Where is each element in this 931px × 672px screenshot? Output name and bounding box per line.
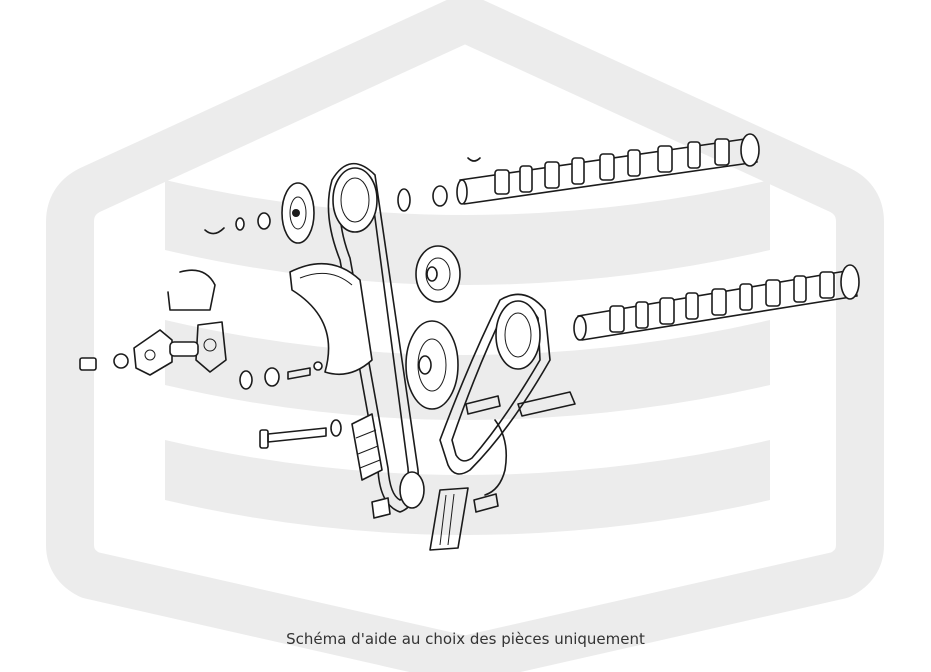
small-idler: [351, 413, 425, 509]
right-camshaft: [573, 264, 860, 341]
timing-chain-left: [327, 162, 419, 513]
diagram-caption: Schéma d'aide au choix des pièces unique…: [286, 630, 645, 648]
upper-sprocket: [415, 245, 461, 303]
camshaft-sprocket-left: [281, 182, 315, 244]
tensioner-body: [133, 329, 199, 376]
crankshaft-sprocket: [405, 320, 459, 410]
guide-bolt: [259, 427, 327, 449]
left-camshaft: [456, 133, 760, 205]
timing-chain-right: [429, 293, 551, 551]
small-fasteners: [79, 157, 576, 513]
chain-link-lock: [371, 497, 391, 519]
chain-guide-rail: [289, 262, 373, 376]
